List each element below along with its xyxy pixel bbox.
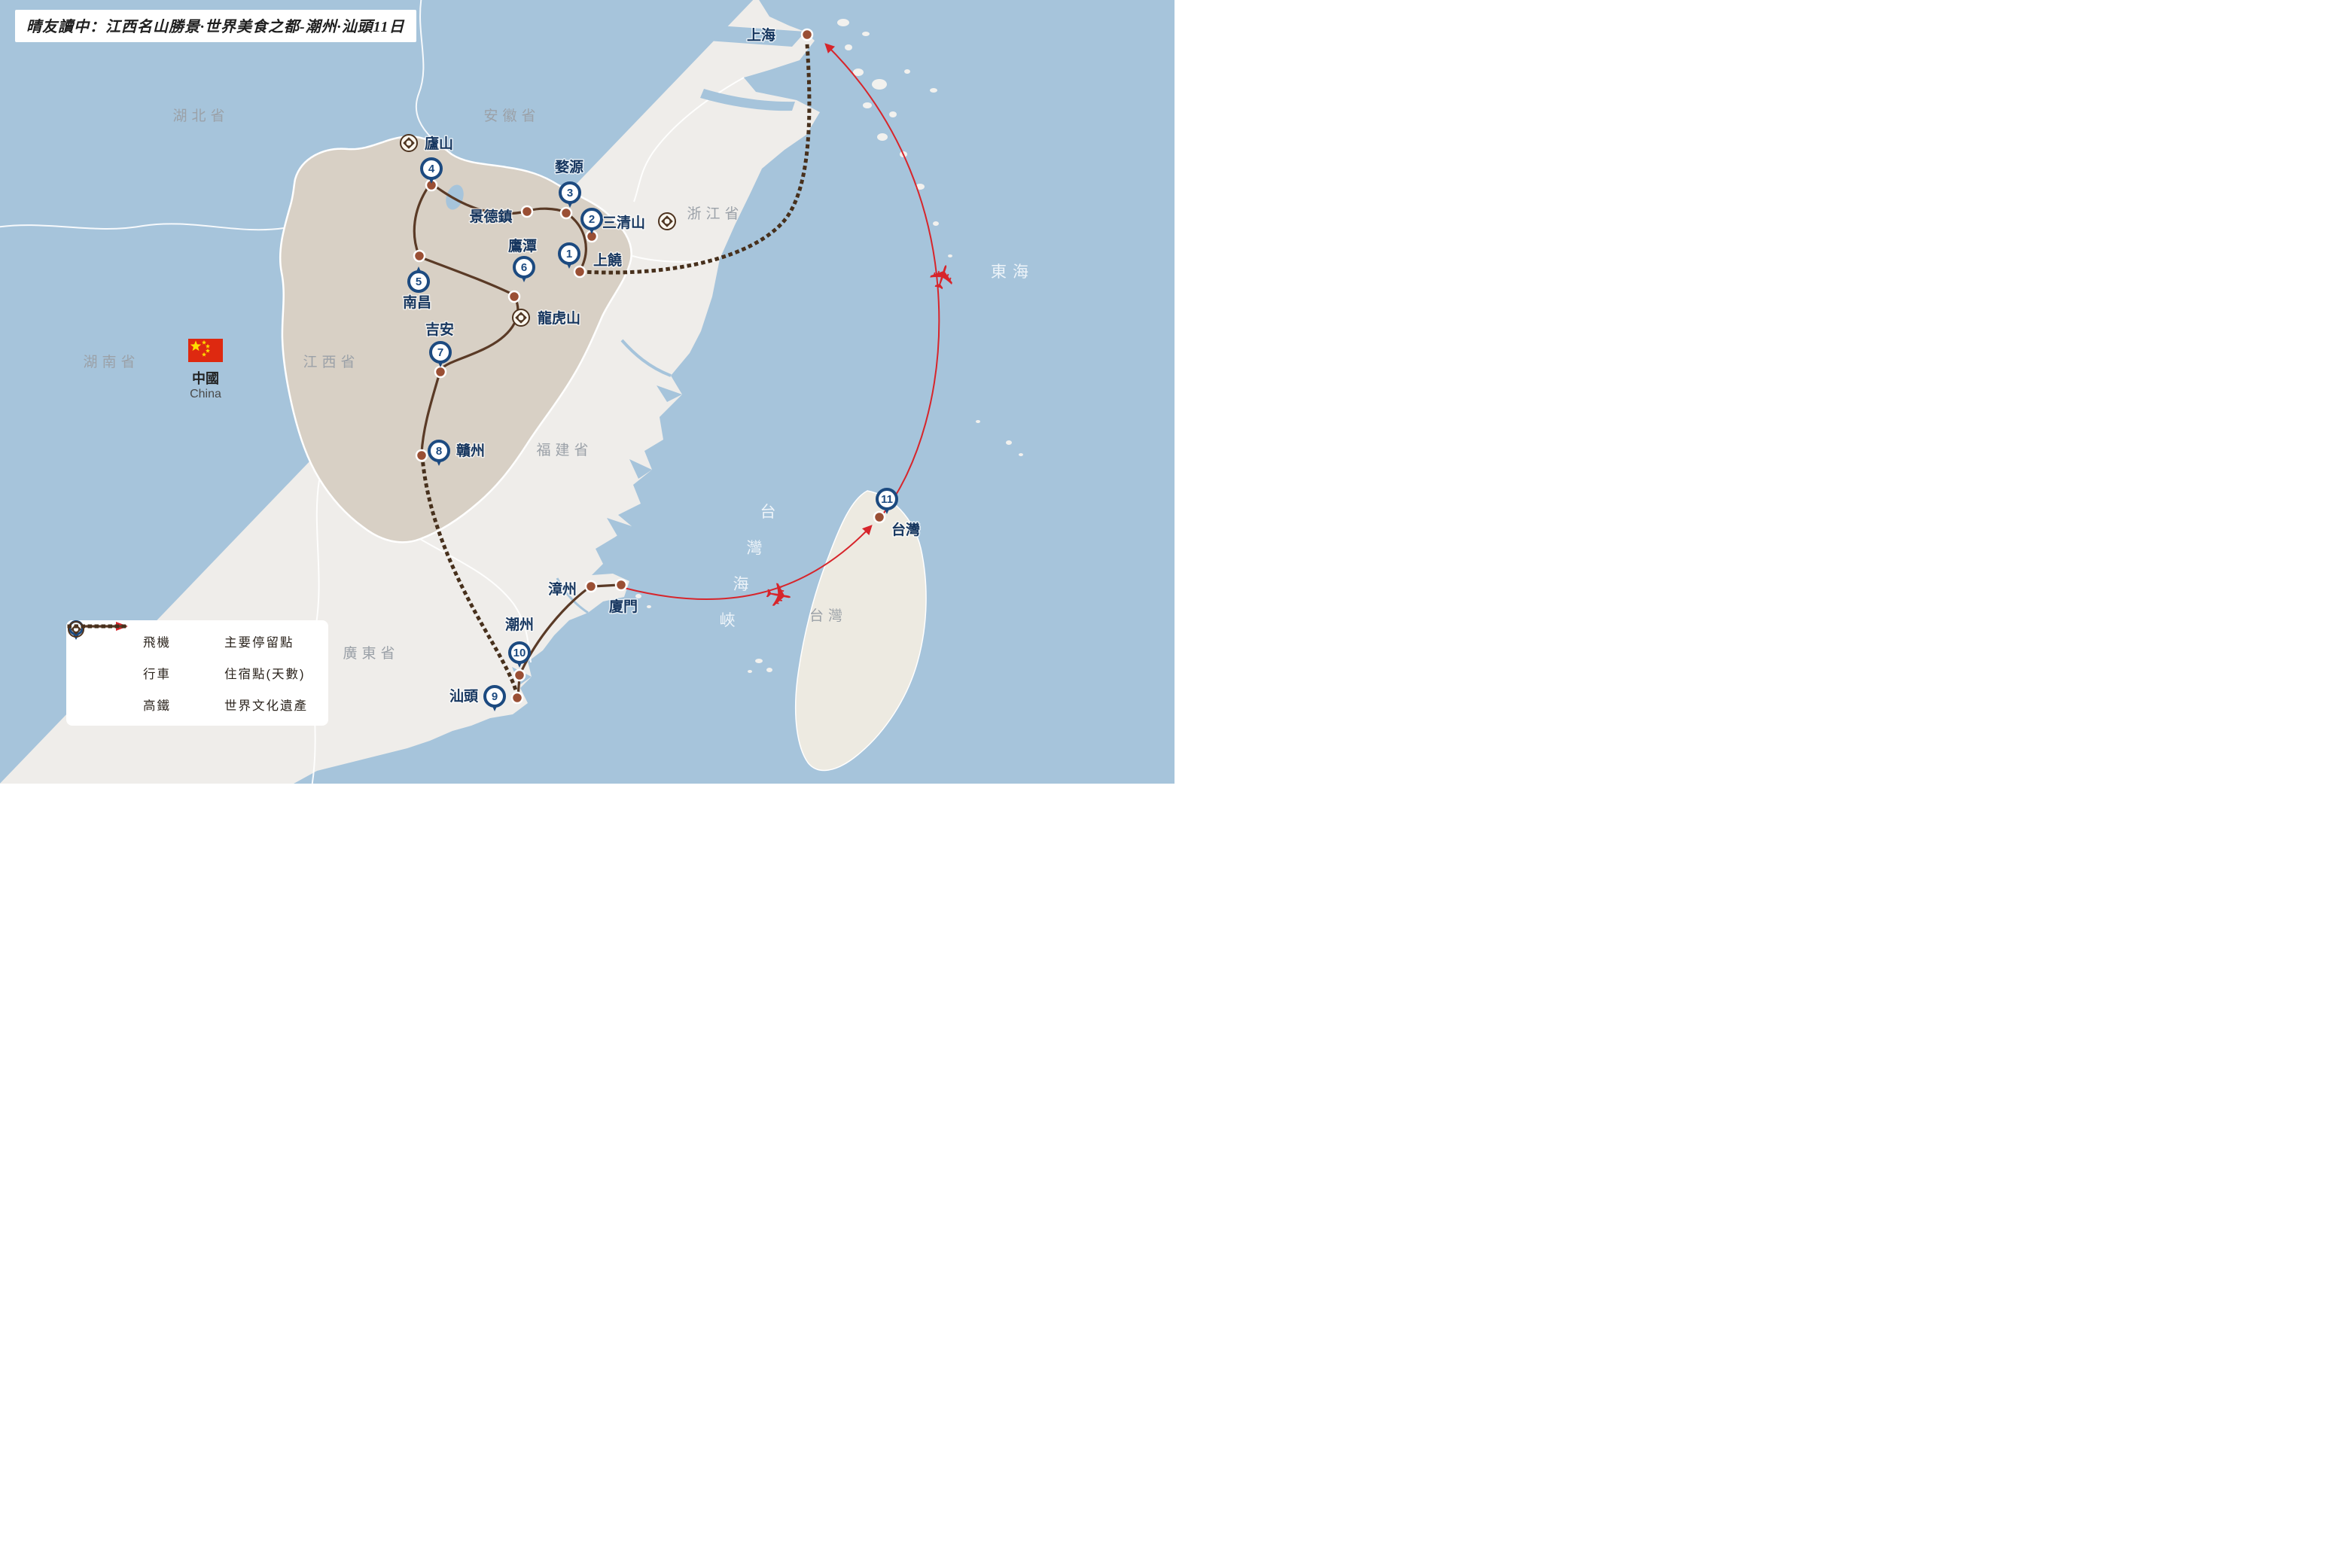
pin-number: 11: [881, 493, 893, 506]
stop-dot-shantou: [510, 691, 524, 705]
stop-label-sanqingshan: 三清山: [602, 214, 645, 231]
stop-dot-zhangzhou: [584, 580, 598, 593]
legend-label-hsr: 高鐵: [143, 699, 171, 713]
nights-pin-jian: 7: [429, 341, 452, 367]
nights-pin-lushan: 4: [420, 157, 443, 184]
nights-pin-nanchang: 5: [407, 266, 430, 293]
legend-label-drive: 行車: [143, 668, 171, 681]
route-flight-xiamen-taiwan: [623, 525, 873, 601]
pin-number: 1: [566, 248, 572, 260]
strait-label-char: 海: [733, 576, 749, 593]
pin-number: 4: [428, 163, 435, 175]
route-drive-jingdezhen-lushan: [432, 184, 527, 215]
route-drive-shangrao-wuyuan: [566, 212, 587, 272]
rail-routes: [420, 41, 812, 699]
country-name-zh: 中國: [192, 370, 219, 386]
stop-label-lushan: 廬山: [425, 135, 453, 152]
plane-icon: ✈: [762, 576, 796, 617]
nights-pin-sanqingshan: 2: [580, 208, 603, 234]
country-name-en: China: [190, 388, 221, 400]
route-drive-nanchang-yingtan: [419, 256, 514, 296]
world-heritage-icon-longhushan: [512, 309, 530, 327]
stop-dot-chaozhou: [513, 668, 526, 682]
stop-label-shantou: 汕頭: [449, 688, 479, 705]
province-label: 湖北省: [172, 108, 229, 124]
province-label: 江西省: [303, 354, 359, 370]
nights-pin-yingtan: 6: [513, 256, 535, 282]
drive-routes: [413, 183, 621, 698]
sea-label: 東海: [991, 263, 1034, 281]
stop-label-longhushan: 龍虎山: [538, 309, 580, 327]
stop-dot-jian: [434, 365, 447, 379]
province-label: 台灣: [809, 607, 847, 624]
stop-dot-yingtan: [507, 290, 521, 303]
pin-number: 9: [492, 690, 498, 703]
strait-label-char: 灣: [747, 540, 763, 557]
route-drive-chaozhou-zhangzhou: [519, 586, 591, 675]
stop-label-ganzhou: 贛州: [456, 442, 485, 459]
stop-label-chaozhou: 潮州: [505, 617, 534, 633]
pin-number: 5: [416, 276, 422, 288]
province-label: 浙江省: [687, 206, 743, 222]
stop-label-xiamen: 廈門: [609, 598, 638, 615]
stop-dot-shanghai: [800, 28, 814, 41]
strait-label-char: 峽: [720, 612, 736, 629]
province-label: 湖南省: [83, 354, 139, 370]
nights-pin-shangrao: 1: [558, 242, 580, 269]
jiangxi-province: [279, 135, 632, 543]
itinerary-map: 湖北省安徽省浙江省湖南省江西省福建省廣東省台灣東海台灣海峽 中國 China: [0, 0, 1174, 784]
stop-dot-ganzhou: [415, 449, 428, 462]
route-drive-jian-ganzhou: [420, 371, 441, 455]
pin-number: 10: [513, 647, 526, 659]
strait-label-char: 台: [760, 504, 776, 521]
stop-dot-nanchang: [413, 249, 426, 263]
route-drive-lushan-nanchang: [413, 183, 431, 256]
nights-pin-ganzhou: 8: [428, 440, 450, 466]
map-canvas: 湖北省安徽省浙江省湖南省江西省福建省廣東省台灣東海台灣海峽 中國 China: [0, 0, 1174, 784]
legend: 飛機 主要停留點 行車 住宿點(天數) 高鐵 世界文化遺產: [66, 620, 328, 726]
pin-number: 8: [436, 445, 442, 458]
nights-pin-taiwan: 11: [876, 488, 898, 514]
stop-dot-jingdezhen: [520, 205, 534, 218]
stop-label-wuyuan: 婺源: [555, 158, 583, 175]
rivers-and-lakes: [0, 21, 806, 685]
pin-number: 3: [567, 187, 573, 199]
stop-label-zhangzhou: 漳州: [548, 580, 577, 598]
stop-label-taiwan: 台灣: [891, 521, 920, 538]
legend-label-stay: 住宿點(天數): [224, 668, 306, 681]
flight-routes: [623, 43, 940, 601]
stop-dot-xiamen: [614, 578, 628, 592]
province-label: 福建省: [536, 442, 593, 458]
stop-dot-shangrao: [573, 265, 586, 279]
coastal-islands: [635, 19, 1023, 673]
page-title: 晴友讀中：江西名山勝景·世界美食之都-潮州·汕頭11日: [15, 10, 416, 42]
legend-label-heritage: 世界文化遺產: [224, 699, 308, 713]
pin-number: 6: [521, 261, 527, 274]
stop-label-jian: 吉安: [425, 321, 454, 338]
stop-label-nanchang: 南昌: [403, 294, 431, 311]
legend-label-stop: 主要停留點: [224, 636, 294, 650]
stop-label-shanghai: 上海: [747, 26, 775, 44]
route-rail-ganzhou-shantou: [420, 455, 520, 699]
nights-pin-chaozhou: 10: [508, 641, 531, 668]
route-rail-shangrao-shanghai: [580, 41, 812, 275]
pin-number: 7: [437, 346, 443, 359]
stop-label-shangrao: 上饒: [593, 251, 622, 269]
nights-pin-shantou: 9: [483, 685, 506, 711]
stop-label-jingdezhen: 景德鎮: [469, 208, 512, 225]
stop-dot-wuyuan: [559, 206, 573, 220]
route-flight-taiwan-shanghai: [824, 43, 940, 516]
pin-number: 2: [589, 213, 595, 226]
china-flag: [188, 339, 223, 362]
province-label: 安徽省: [483, 108, 540, 124]
nights-pin-wuyuan: 3: [559, 181, 581, 208]
taiwan-island: [794, 490, 927, 772]
legend-label-plane: 飛機: [143, 636, 171, 650]
province-label: 廣東省: [343, 645, 399, 662]
world-heritage-icon-sanqingshan: [658, 212, 676, 230]
world-heritage-icon-lushan: [400, 134, 418, 152]
stop-dot-taiwan: [873, 510, 886, 524]
stop-label-yingtan: 鷹潭: [508, 237, 537, 254]
